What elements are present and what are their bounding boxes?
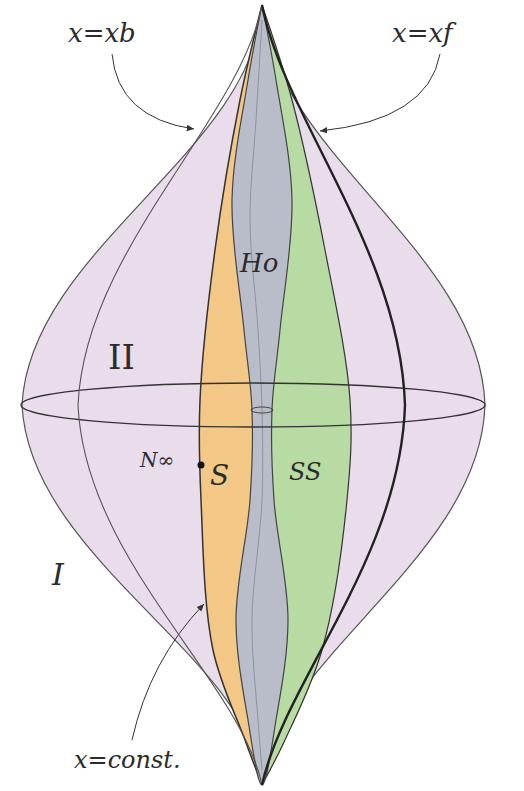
xf-line [262, 5, 405, 785]
region-label: S [210, 462, 229, 490]
region-label: II [108, 340, 135, 374]
horizon-tube [232, 5, 292, 785]
point-dot [198, 462, 205, 469]
xb-line [78, 5, 262, 785]
region-label: x=const. [74, 748, 181, 772]
region-label: Ho [240, 250, 278, 276]
equator [21, 383, 485, 427]
leader-line [112, 54, 194, 129]
leader-line [320, 54, 440, 131]
neck-ring [251, 407, 273, 413]
region-label: SS [289, 460, 321, 484]
region-label: x=xf [392, 20, 453, 46]
region-label: x=xb [68, 20, 136, 46]
leader-line [132, 604, 204, 740]
outer-surface [22, 5, 485, 785]
region-label: I [52, 560, 64, 590]
tube-shading [250, 20, 263, 770]
region-label: N∞ [140, 450, 174, 470]
